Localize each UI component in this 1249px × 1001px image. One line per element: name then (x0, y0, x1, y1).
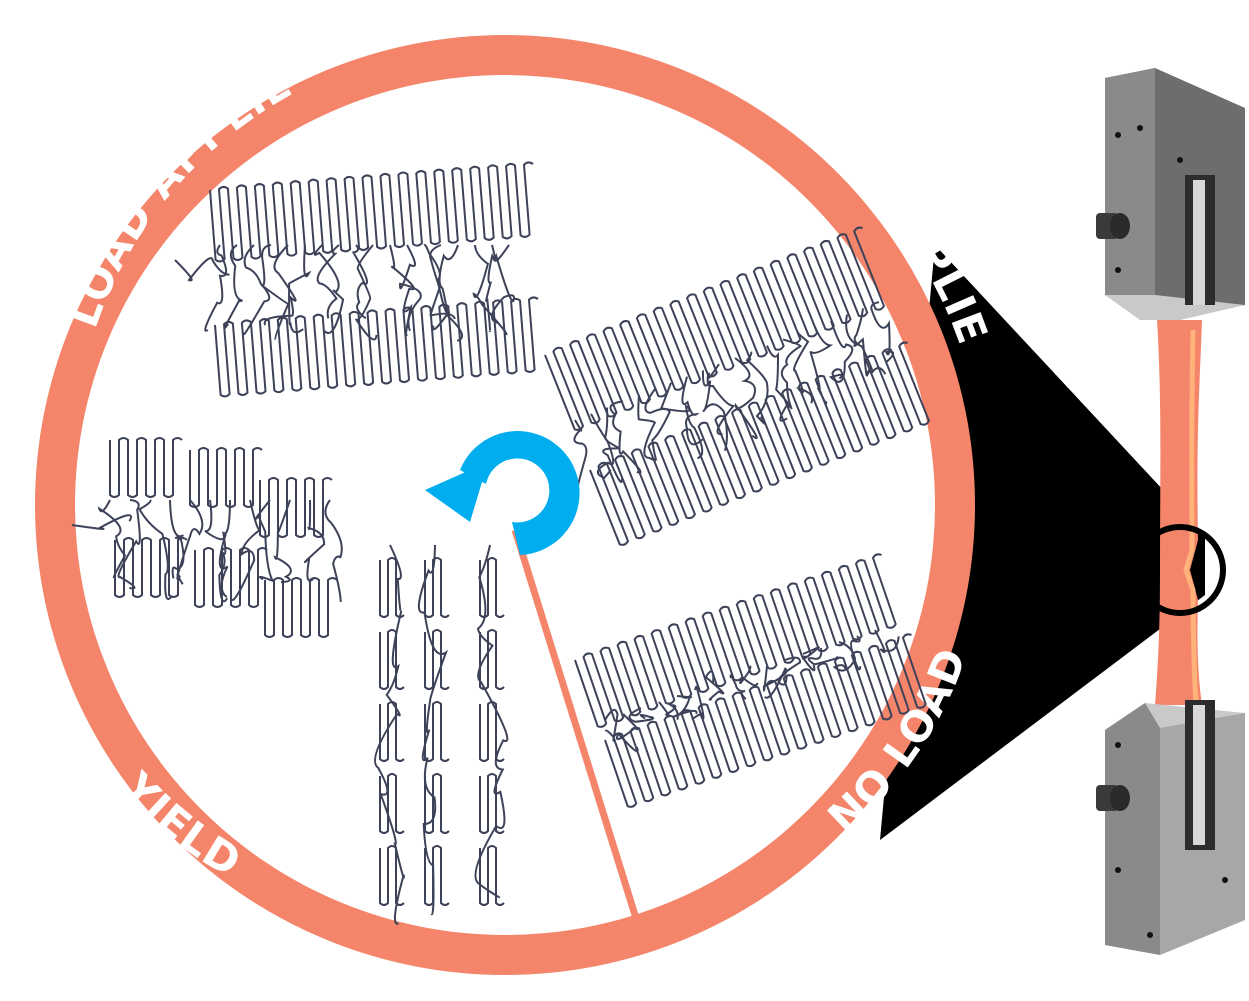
inner-disc (75, 75, 935, 935)
tensile-clamp-bottom (1096, 700, 1245, 955)
tensile-clamp-top (1096, 68, 1245, 320)
